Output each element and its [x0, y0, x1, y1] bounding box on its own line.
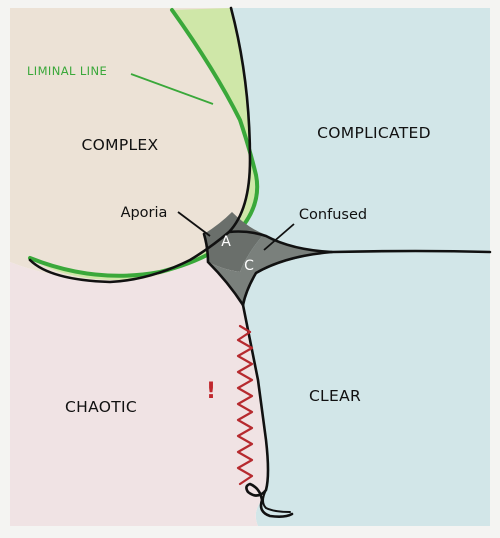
center-upper-edge: [227, 230, 334, 254]
cliff-zigzag: [236, 324, 254, 486]
complicated-region: [229, 8, 490, 273]
aporia-zone: [204, 212, 264, 272]
confused-label: Confused: [299, 207, 367, 223]
center-left-edge: [202, 232, 245, 307]
complicated-label: COMPLICATED: [317, 124, 431, 142]
chaotic-clear-boundary: [241, 303, 294, 518]
aporia-letter: A: [221, 234, 231, 250]
complex-region: [10, 8, 250, 282]
aporia-label: Aporia: [121, 205, 168, 221]
confused-letter: C: [244, 258, 254, 274]
aporia-callout-line: [177, 211, 211, 237]
confused-zone: [208, 234, 332, 305]
liminal-line-label: LIMINAL LINE: [27, 64, 107, 78]
complicated-clear-boundary: [241, 249, 492, 307]
chaotic-label: CHAOTIC: [65, 398, 137, 416]
liminal-line: [28, 8, 260, 278]
confused-callout-line: [263, 223, 295, 251]
clear-label: CLEAR: [309, 387, 361, 405]
clear-region: [243, 252, 490, 526]
complex-label: COMPLEX: [82, 136, 159, 154]
chaotic-warning-mark: !: [206, 379, 216, 404]
chaotic-region: [10, 250, 269, 526]
liminal-callout-line: [130, 73, 214, 105]
complex-complicated-boundary: [28, 6, 252, 284]
liminal-zone: [30, 8, 258, 280]
boundary-foot-tail: [262, 489, 291, 513]
